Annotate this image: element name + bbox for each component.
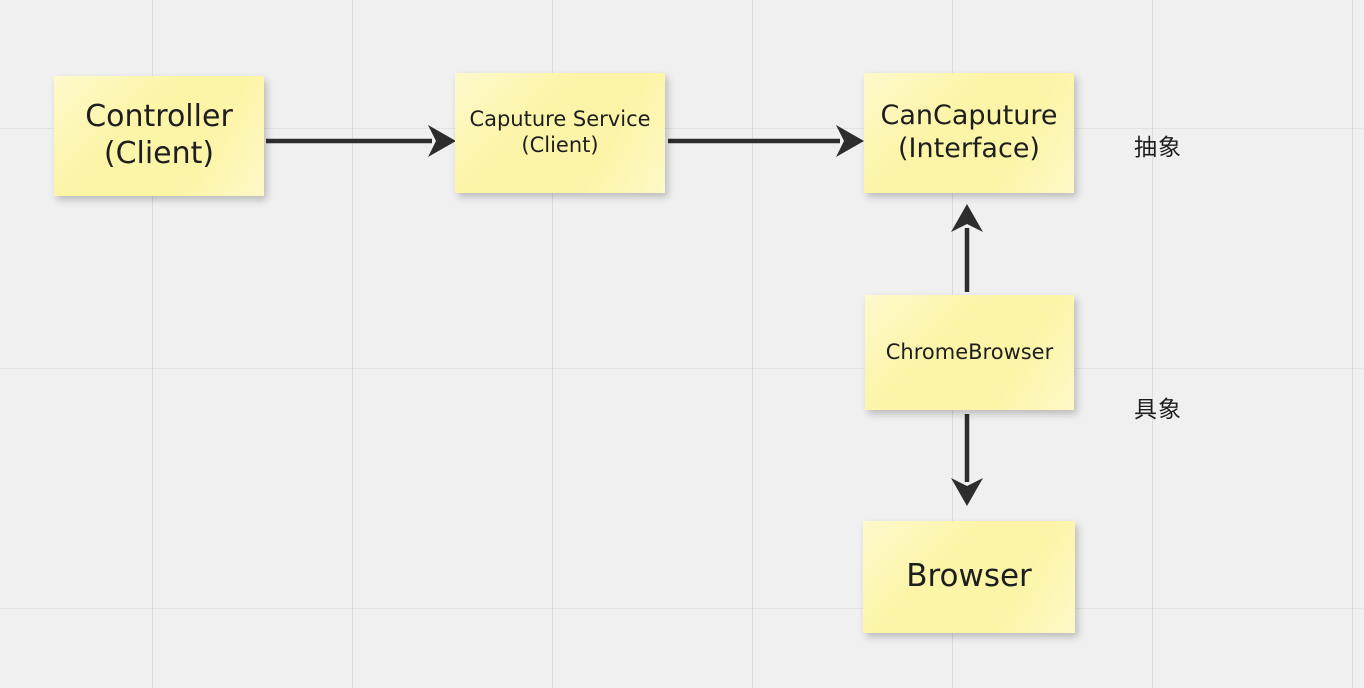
arrow-chrome-browser-to-browser [951, 414, 983, 506]
arrow-capture-service-to-can-capture [668, 125, 864, 157]
node-browser[interactable]: Browser [863, 521, 1075, 633]
node-chrome-browser-label: ChromeBrowser [885, 339, 1054, 364]
layer-label-abstract: 抽象 [1134, 135, 1182, 161]
arrow-controller-to-capture-service [266, 125, 456, 157]
node-capture-service-label: Caputure Service (Client) [469, 107, 651, 157]
arrow-chrome-browser-to-can-capture [951, 204, 983, 292]
node-controller-label: Controller (Client) [85, 99, 233, 171]
node-controller[interactable]: Controller (Client) [54, 76, 264, 196]
node-can-capture-interface-label: CanCaputure (Interface) [880, 100, 1058, 164]
layer-label-concrete: 具象 [1134, 397, 1182, 423]
node-browser-label: Browser [906, 558, 1032, 595]
node-can-capture-interface[interactable]: CanCaputure (Interface) [864, 73, 1074, 193]
node-chrome-browser[interactable]: ChromeBrowser [865, 295, 1074, 410]
node-capture-service[interactable]: Caputure Service (Client) [455, 73, 665, 193]
